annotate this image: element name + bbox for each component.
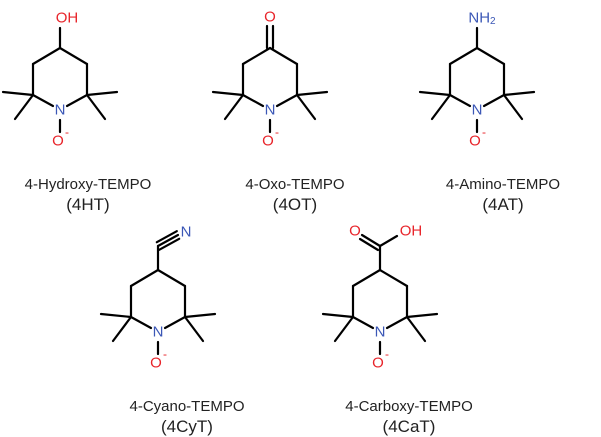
molecule-oxo: NO-O [211, 9, 329, 150]
methyl-bond [430, 93, 452, 121]
methyl-bond [405, 312, 439, 319]
oxygen-radical-atom: O [52, 133, 64, 150]
ring-bond [31, 46, 62, 66]
ring-bond [241, 93, 265, 108]
nitrogen-atom: N [265, 102, 276, 119]
ring-bond [275, 93, 299, 108]
oxygen-radical-atom: O [262, 133, 274, 150]
compound-name: 4-Oxo-TEMPO [245, 176, 345, 193]
carbonyl-double-bond [360, 233, 382, 248]
methyl-bond [418, 90, 452, 97]
molecule-cyano: NO-N [99, 224, 217, 372]
methyl-bond [183, 312, 217, 319]
methyl-bond [295, 93, 317, 121]
molecule-amino: NO- NH2 [418, 10, 536, 150]
nitrile-triple-bond [158, 237, 181, 251]
ring-bond [448, 93, 472, 108]
ring-bond [58, 46, 89, 66]
ring-bond [448, 46, 479, 66]
oxygen-radical-atom: O [469, 133, 481, 150]
nitrogen-atom: N [55, 102, 66, 119]
amino-group: NH2 [468, 10, 496, 27]
compound-abbr: (4OT) [272, 195, 318, 214]
ring-bond [351, 268, 382, 288]
compound-name: 4-Cyano-TEMPO [129, 398, 245, 415]
radical-charge-mark: - [385, 347, 389, 361]
ring-bond [65, 93, 89, 108]
carbonyl-oxygen: O [349, 223, 361, 240]
ring-bond [163, 315, 187, 330]
ring-bond [129, 315, 153, 330]
methyl-bond [85, 93, 107, 121]
compound-abbr: (4CyT) [161, 417, 213, 436]
ring-bond [378, 268, 409, 288]
hydroxyl-group: OH [56, 10, 79, 27]
caption-4at: 4-Amino-TEMPO (4AT) [413, 176, 593, 215]
carbonyl-double-bond [358, 237, 380, 252]
methyl-bond [405, 315, 427, 343]
caption-4cyt: 4-Cyano-TEMPO (4CyT) [97, 398, 277, 437]
compound-name: 4-Amino-TEMPO [445, 176, 561, 193]
methyl-bond [502, 90, 536, 97]
ring-bond [129, 268, 160, 288]
oxygen-radical-atom: O [150, 355, 162, 372]
methyl-bond [333, 315, 355, 343]
methyl-bond [295, 90, 329, 97]
radical-charge-mark: - [163, 347, 167, 361]
radical-charge-mark: - [275, 125, 279, 139]
ring-bond [268, 46, 299, 66]
methyl-bond [502, 93, 524, 121]
caption-4ot: 4-Oxo-TEMPO (4OT) [205, 176, 385, 215]
oxygen-radical-atom: O [372, 355, 384, 372]
methyl-bond [211, 90, 245, 97]
caption-4cat: 4-Carboxy-TEMPO (4CaT) [319, 398, 499, 437]
nitrile-nitrogen: N [181, 224, 192, 241]
molecule-hydroxy: NO- OH [1, 10, 119, 150]
caption-4ht: 4-Hydroxy-TEMPO (4HT) [0, 176, 178, 215]
ring-bond [385, 315, 409, 330]
radical-charge-mark: - [65, 125, 69, 139]
nitrile-triple-bond [156, 233, 180, 248]
methyl-bond [13, 93, 35, 121]
methyl-bond [321, 312, 355, 319]
nitrile-triple-bond [155, 230, 178, 244]
carbonyl-oxygen: O [264, 9, 276, 26]
ring-bond [475, 46, 506, 66]
methyl-bond [85, 90, 119, 97]
substituent-bond [378, 234, 399, 248]
methyl-bond [99, 312, 133, 319]
ring-bond [156, 268, 187, 288]
methyl-bond [111, 315, 133, 343]
ring-bond [31, 93, 55, 108]
nitrogen-atom: N [375, 324, 386, 341]
methyl-bond [223, 93, 245, 121]
ring-bond [482, 93, 506, 108]
compound-abbr: (4CaT) [382, 417, 436, 436]
compound-name: 4-Carboxy-TEMPO [345, 398, 473, 415]
methyl-bond [1, 90, 35, 97]
compound-abbr: (4AT) [482, 195, 524, 214]
radical-charge-mark: - [482, 125, 486, 139]
compound-name: 4-Hydroxy-TEMPO [24, 176, 152, 193]
compound-abbr: (4HT) [66, 195, 110, 214]
methyl-bond [183, 315, 205, 343]
ring-bond [241, 46, 272, 66]
ring-bond [351, 315, 375, 330]
nitrogen-atom: N [153, 324, 164, 341]
nitrogen-atom: N [472, 102, 483, 119]
hydroxyl-group: OH [400, 223, 423, 240]
